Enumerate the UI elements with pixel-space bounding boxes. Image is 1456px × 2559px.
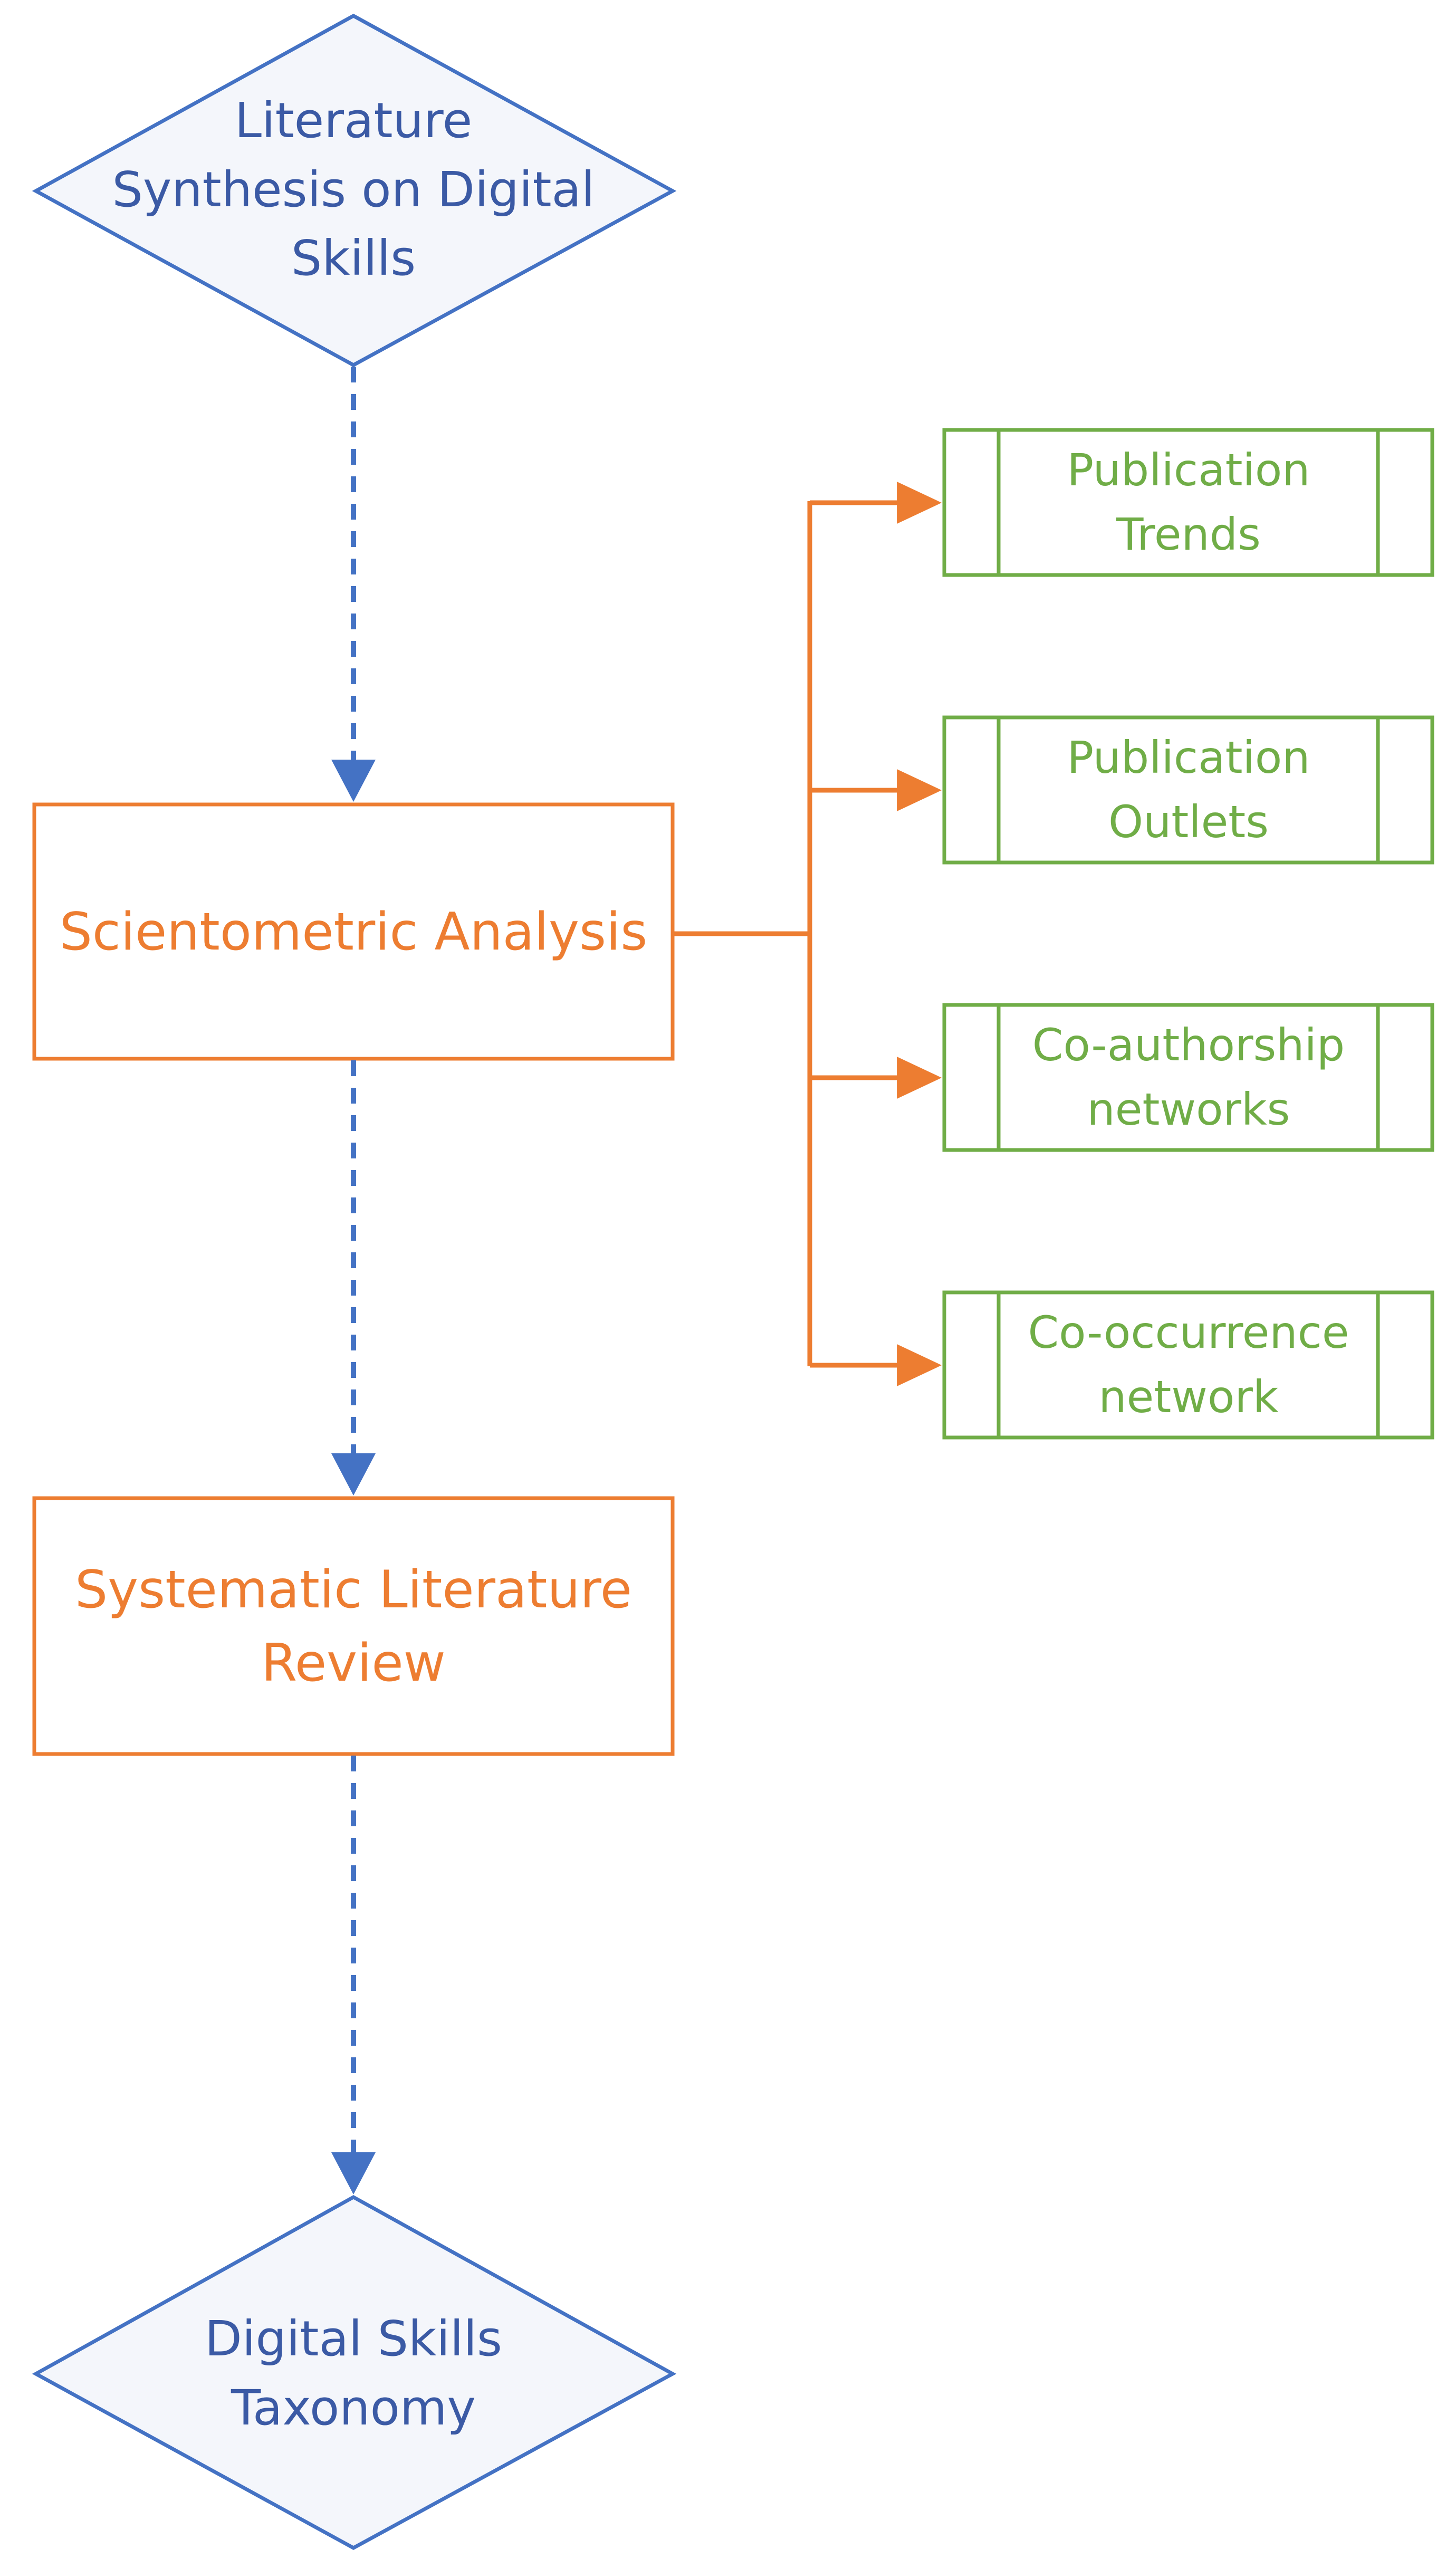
scientometric-text: Scientometric Analysis bbox=[59, 902, 648, 962]
publication-outlets-line-2: Outlets bbox=[1108, 796, 1269, 848]
arrowhead-to-slr bbox=[331, 1453, 376, 1496]
start-diamond-label: Literature Synthesis on Digital Skills bbox=[90, 74, 617, 306]
output-box-publication-outlets bbox=[942, 715, 1434, 865]
branch-arrowhead-publication-outlets bbox=[897, 769, 942, 811]
arrowhead-to-scientometric bbox=[331, 760, 376, 802]
end-line-1: Digital Skills bbox=[205, 2311, 502, 2368]
co-occurrence-network-label: Co-occurrence network bbox=[1001, 1294, 1376, 1436]
systematic-literature-review-box bbox=[32, 1496, 675, 1756]
slr-line-1: Systematic Literature bbox=[74, 1559, 633, 1620]
output-box-co-authorship-networks bbox=[942, 1003, 1434, 1152]
end-diamond-label: Digital Skills Taxonomy bbox=[116, 2279, 591, 2469]
output-box-co-occurrence-network bbox=[942, 1290, 1434, 1440]
arrowhead-to-taxonomy bbox=[331, 2152, 376, 2194]
co-occurrence-line-1: Co-occurrence bbox=[1028, 1307, 1349, 1359]
publication-trends-line-1: Publication bbox=[1067, 444, 1310, 496]
scientometric-analysis-box bbox=[32, 802, 675, 1061]
co-authorship-line-1: Co-authorship bbox=[1032, 1019, 1345, 1071]
start-line-1: Literature bbox=[234, 92, 473, 149]
publication-trends-line-2: Trends bbox=[1116, 509, 1261, 560]
start-diamond bbox=[32, 14, 677, 367]
slr-line-2: Review bbox=[261, 1633, 446, 1693]
scientometric-analysis-label: Scientometric Analysis bbox=[36, 807, 671, 1058]
publication-outlets-label: Publication Outlets bbox=[1001, 719, 1376, 861]
end-diamond bbox=[32, 2194, 677, 2550]
publication-trends-label: Publication Trends bbox=[1001, 432, 1376, 574]
output-box-publication-trends bbox=[942, 428, 1434, 577]
systematic-literature-review-label: Systematic Literature Review bbox=[36, 1501, 671, 1753]
co-authorship-line-2: networks bbox=[1087, 1084, 1290, 1135]
branch-arrowhead-co-occurrence bbox=[897, 1344, 942, 1386]
start-line-3: Skills bbox=[291, 230, 416, 287]
publication-outlets-line-1: Publication bbox=[1067, 732, 1310, 784]
branch-arrowhead-publication-trends bbox=[897, 482, 942, 524]
end-line-2: Taxonomy bbox=[231, 2380, 476, 2436]
start-line-2: Synthesis on Digital bbox=[112, 161, 595, 218]
branch-arrowhead-co-authorship bbox=[897, 1057, 942, 1099]
co-occurrence-line-2: network bbox=[1098, 1371, 1279, 1423]
co-authorship-networks-label: Co-authorship networks bbox=[1001, 1007, 1376, 1149]
